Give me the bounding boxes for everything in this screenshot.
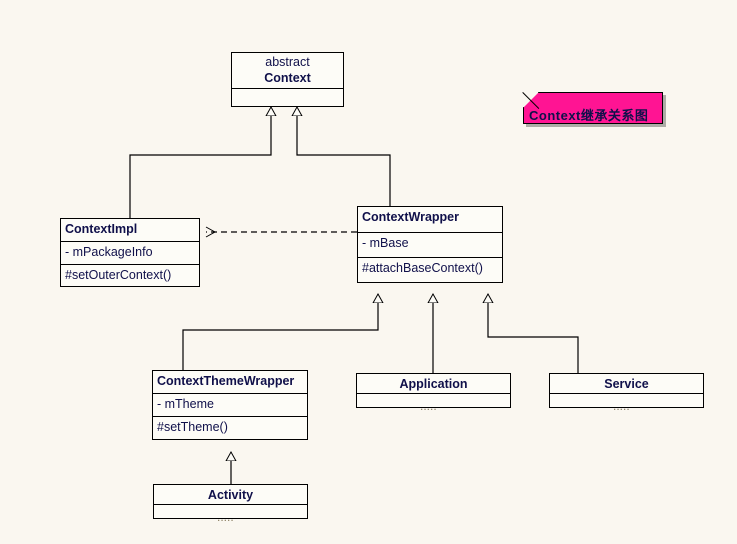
class-box-activity[interactable]: Activity <box>153 484 308 519</box>
class-ellipsis-service: ..... <box>613 399 630 413</box>
class-stereotype-context: abstract <box>265 55 310 69</box>
relation-service-to-contextwrapper <box>488 294 579 373</box>
class-attribute-contextimpl-mpackageinfo: - mPackageInfo <box>61 242 199 265</box>
class-box-contextthemewrapper[interactable]: ContextThemeWrapper - mTheme #setTheme() <box>152 370 308 440</box>
class-name-application: Application <box>357 374 510 394</box>
class-box-contextimpl[interactable]: ContextImpl - mPackageInfo #setOuterCont… <box>60 218 200 287</box>
relation-contextthemewrapper-to-contextwrapper <box>182 294 378 370</box>
class-box-contextwrapper[interactable]: ContextWrapper - mBase #attachBaseContex… <box>357 206 503 283</box>
class-ellipsis-activity: ..... <box>217 510 234 524</box>
relation-contextwrapper-to-context <box>297 107 391 206</box>
class-attribute-contextthemewrapper-mtheme: - mTheme <box>153 394 307 417</box>
class-header-context: abstract Context <box>232 53 343 89</box>
class-operation-contextwrapper-attachbasecontext: #attachBaseContext() <box>362 261 483 275</box>
note-body <box>523 92 663 124</box>
class-name-service: Service <box>550 374 703 394</box>
class-operation-contextimpl-setoutercontext: #setOuterContext() <box>65 268 172 282</box>
class-box-service[interactable]: Service <box>549 373 704 408</box>
class-ellipsis-application: ..... <box>420 399 437 413</box>
note-text: Context继承关系图 <box>529 108 649 123</box>
class-name-context: Context <box>264 71 311 85</box>
class-compartment-context-empty <box>232 89 343 106</box>
class-box-application[interactable]: Application <box>356 373 511 408</box>
class-attribute-contextwrapper-mbase: - mBase <box>358 233 502 258</box>
class-name-contextthemewrapper: ContextThemeWrapper <box>153 371 307 394</box>
class-box-context[interactable]: abstract Context <box>231 52 344 107</box>
relation-contextimpl-to-context <box>129 107 271 218</box>
diagram-title-note[interactable]: Context继承关系图 <box>522 92 666 127</box>
class-name-contextimpl: ContextImpl <box>61 219 199 242</box>
class-operation-contextthemewrapper-settheme: #setTheme() <box>157 420 228 434</box>
class-name-contextwrapper: ContextWrapper <box>358 207 502 233</box>
class-name-activity: Activity <box>154 485 307 505</box>
